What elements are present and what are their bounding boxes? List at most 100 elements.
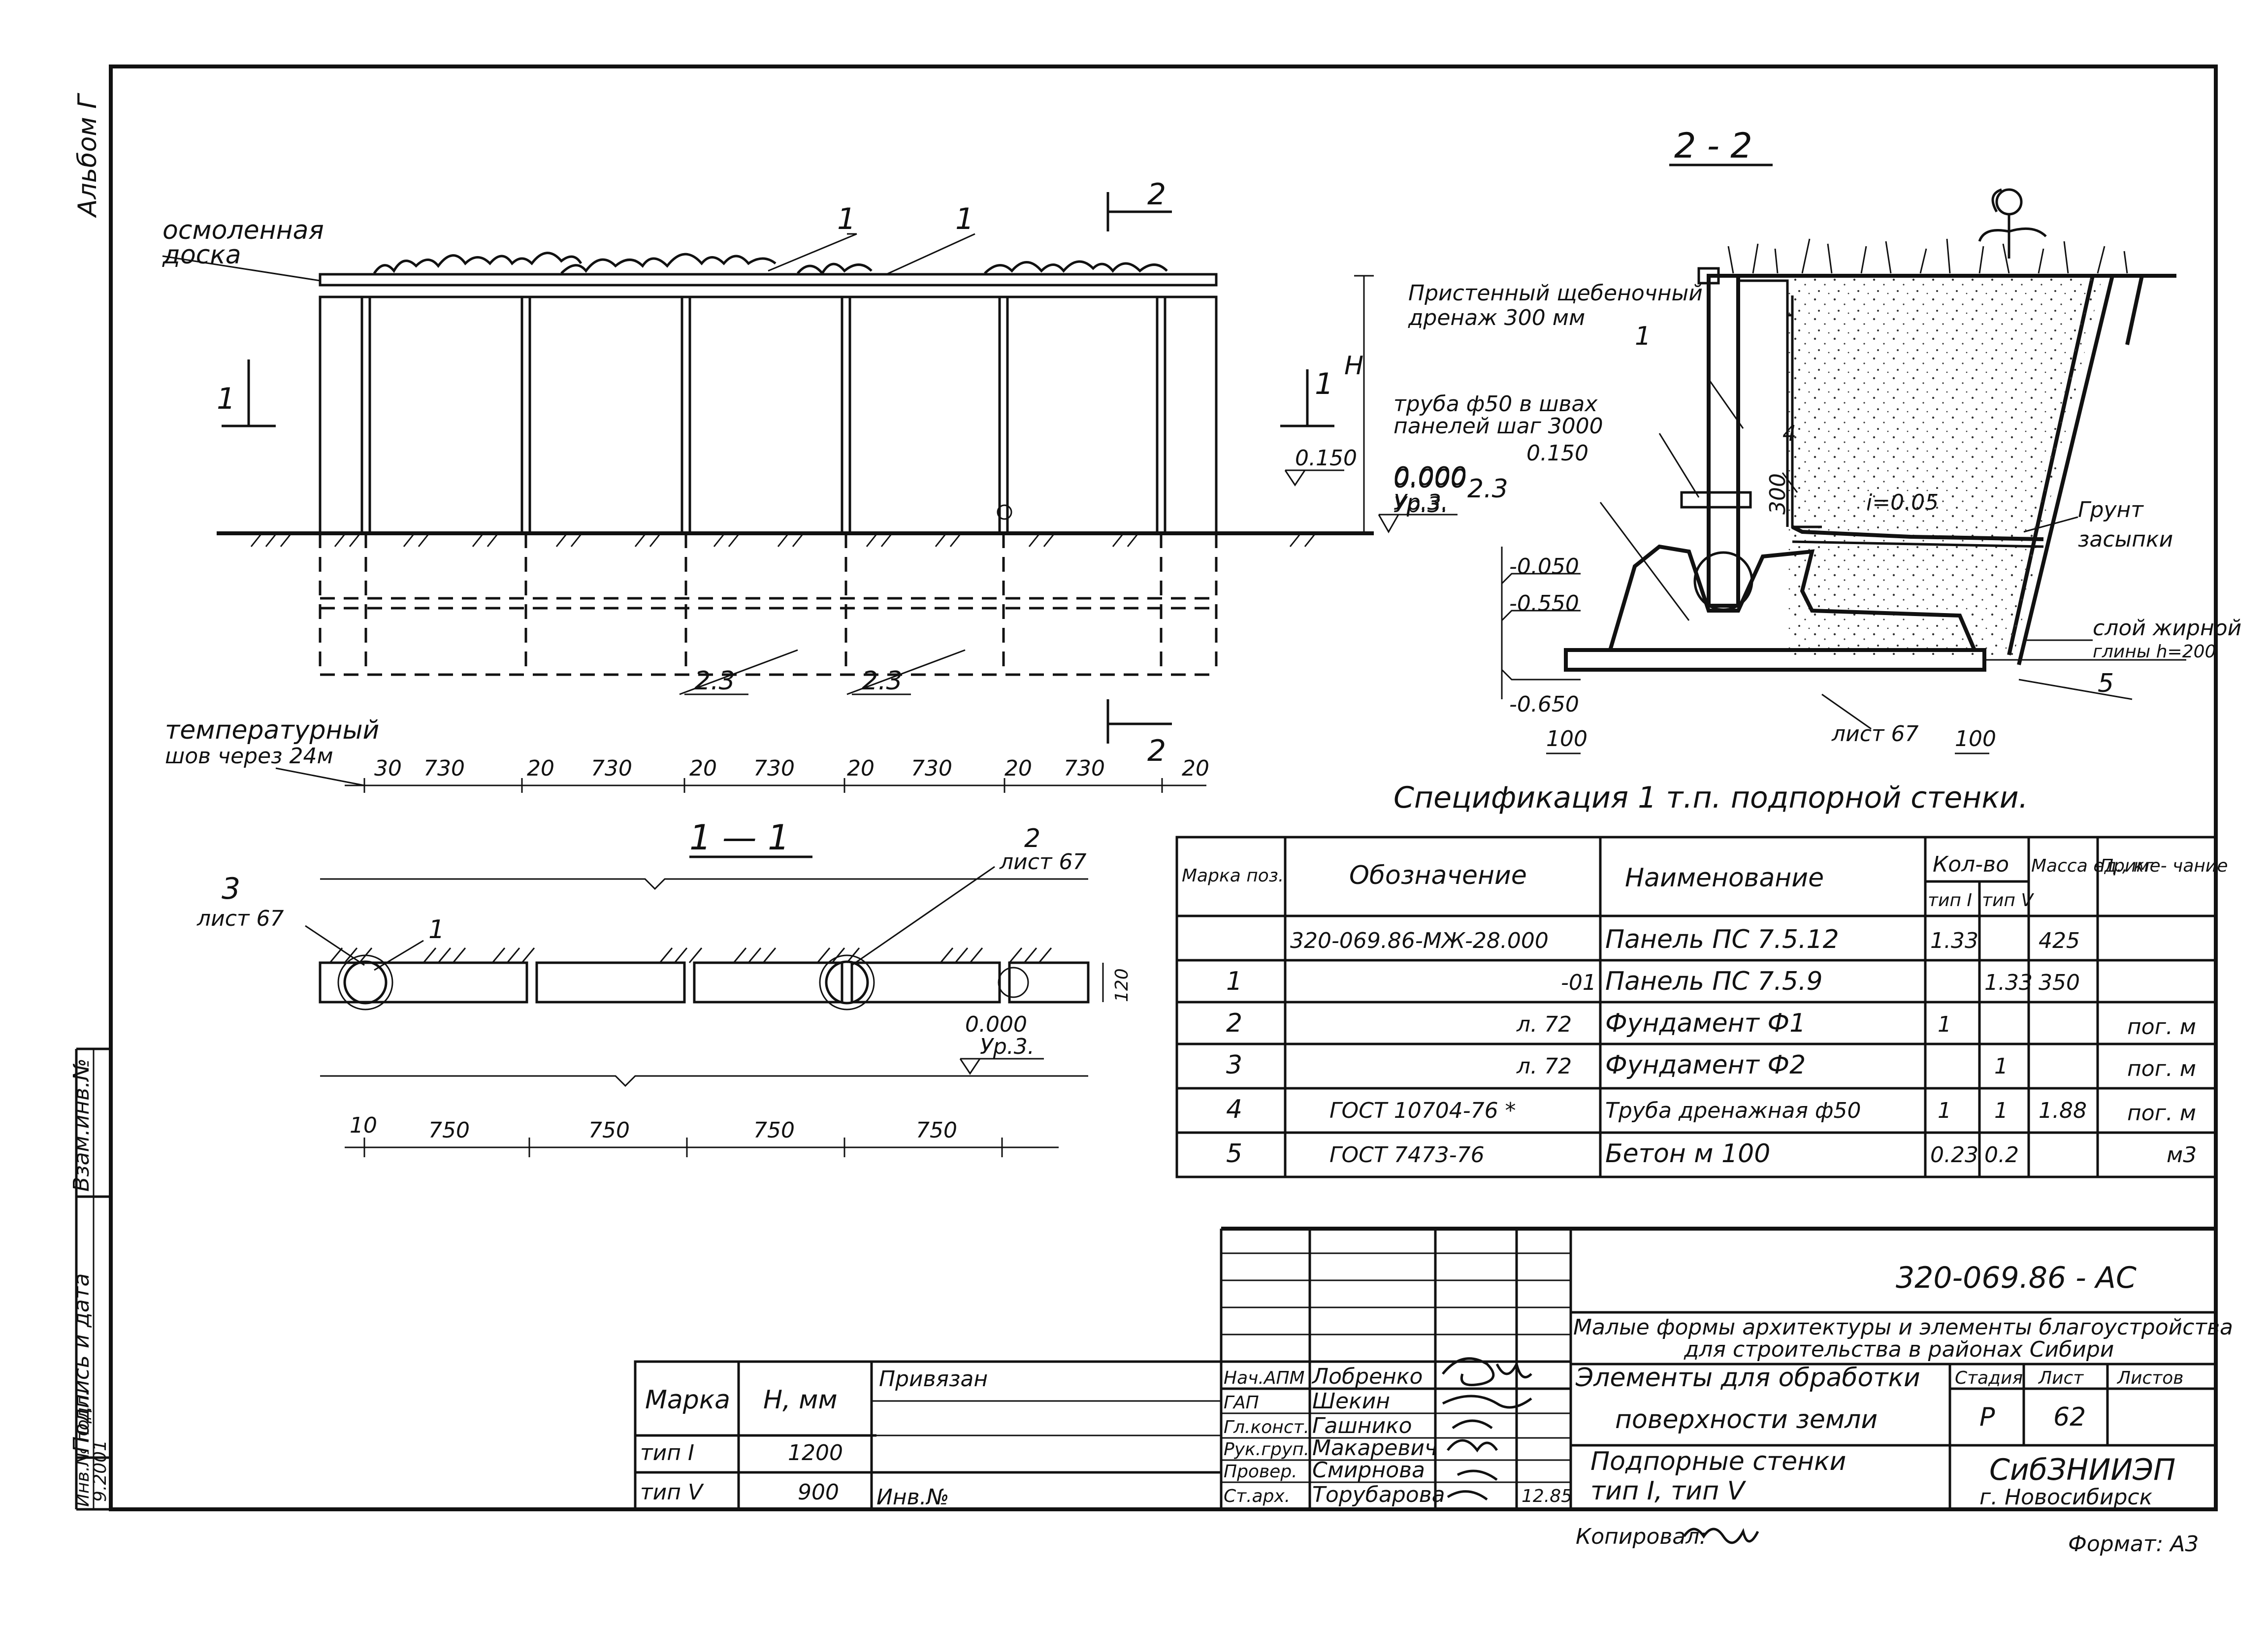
- org-name: СибЗНИИЭП: [1989, 1453, 2175, 1487]
- elev-item-1a: 1: [837, 202, 856, 236]
- spec-rows: 320-069.86-МЖ-28.000 Панель ПС 7.5.12 1.…: [1226, 925, 2197, 1169]
- spec-cell: пог. м: [2127, 1014, 2196, 1040]
- spec-cell: 1: [1938, 1098, 1951, 1123]
- role-1: ГАП: [1224, 1393, 1259, 1413]
- spec-head-name: Наименование: [1625, 863, 1824, 893]
- spec-cell: 425: [2039, 928, 2080, 953]
- cut-1-left: 1: [217, 382, 235, 416]
- cut-2-top: 2: [1147, 177, 1166, 212]
- spec-table: [1175, 836, 2217, 1178]
- section22-lvl-0650: -0.650: [1509, 692, 1579, 717]
- format-label: Формат: А3: [2068, 1531, 2199, 1557]
- section22-level-0000: 0.000: [1393, 462, 1467, 491]
- elev-level-0150: 0.150: [1295, 446, 1357, 471]
- section22-lvl-0550: -0.550: [1509, 591, 1579, 616]
- spec-cell: пог. м: [2127, 1101, 2196, 1126]
- spec-cell: Фундамент Ф1: [1605, 1009, 1806, 1038]
- elev-dim-9: 730: [1064, 756, 1105, 781]
- spec-title: Спецификация 1 т.п. подпорной стенки.: [1393, 781, 2028, 815]
- spec-cell: 0.23: [1930, 1142, 1978, 1168]
- section11-dim-3: 750: [753, 1118, 795, 1143]
- spec-cell: Панель ПС 7.5.9: [1605, 967, 1823, 996]
- grass-top: [373, 252, 1168, 276]
- elev-item-1b: 1: [955, 202, 974, 236]
- spec-cell: -01: [1561, 970, 1596, 995]
- spec-head-mass: Масса ед., кг: [2031, 856, 2154, 876]
- drawing-line-2: тип I, тип V: [1590, 1476, 1747, 1506]
- spec-cell: Труба дренажная ф50: [1605, 1098, 1861, 1123]
- section11-thick: 120: [1112, 968, 1132, 1002]
- wall-panels: [319, 295, 1218, 535]
- types-head-bind: Привязан: [879, 1367, 988, 1392]
- types-row-2-h: 900: [798, 1480, 839, 1505]
- section22-dim-300: 300: [1765, 473, 1790, 515]
- sign-date: 12.85: [1522, 1486, 1572, 1506]
- plant-drawing: [1995, 188, 2023, 216]
- elev-found-a: 2.3: [694, 666, 735, 696]
- spec-cell: 4: [1226, 1095, 1242, 1124]
- spec-head-designation: Обозначение: [1349, 861, 1527, 890]
- types-row-1-mark: тип I: [640, 1440, 694, 1465]
- wall-elevation: [162, 192, 1458, 744]
- section11-level-ur3: Ур.3.: [980, 1034, 1035, 1059]
- spec-cell: 1.33: [1984, 970, 2033, 995]
- drain-note-2: дренаж 300 мм: [1408, 305, 1585, 330]
- cut-2-bottom: 2: [1147, 734, 1166, 768]
- role-4: Провер.: [1224, 1462, 1297, 1482]
- section-2-2: [1501, 163, 2186, 754]
- elev-dim-1: 730: [423, 756, 465, 781]
- foundation: [1607, 544, 1978, 652]
- role-0: Нач.АПМ: [1224, 1368, 1305, 1388]
- section11-item-2-sheet: лист 67: [999, 849, 1087, 875]
- org-city: г. Новосибирск: [1979, 1485, 2153, 1510]
- elev-dimension-line: [275, 767, 1206, 793]
- section11-dim-4: 750: [916, 1118, 957, 1143]
- signature-marks: [1442, 1357, 1532, 1501]
- doc-code: 320-069.86 - АС: [1896, 1261, 2137, 1295]
- spec-head-mark: Марка поз.: [1182, 866, 1284, 886]
- elev-level-ur3: Ур.3.: [1393, 492, 1448, 518]
- spec-head-qty-t5: тип V: [1982, 890, 2034, 911]
- spec-cell: Фундамент Ф2: [1605, 1050, 1806, 1080]
- spec-cell: 5: [1226, 1139, 1242, 1169]
- elev-dim-3: 730: [591, 756, 632, 781]
- drain-note-1: Пристенный щебеночный: [1408, 281, 1703, 306]
- clay-label-2: глины h=200: [2093, 642, 2216, 662]
- section11-level-0000: 0.000: [965, 1012, 1027, 1037]
- spec-cell: м3: [2167, 1142, 2197, 1168]
- section-line-2: поверхности земли: [1615, 1405, 1878, 1434]
- spec-cell: 1: [1994, 1054, 2008, 1079]
- section11-dim-0: 10: [350, 1113, 377, 1138]
- spec-head-qty: Кол-во: [1933, 852, 2009, 877]
- copier-signature: [1683, 1528, 1759, 1544]
- section22-lvl-0050: -0.050: [1509, 554, 1579, 579]
- name-1: Шекин: [1312, 1389, 1390, 1414]
- types-row-1-h: 1200: [788, 1440, 843, 1465]
- spec-cell: ГОСТ 7473-76: [1329, 1142, 1485, 1168]
- section22-level-0150: 0.150: [1526, 441, 1588, 466]
- name-4: Смирнова: [1312, 1458, 1425, 1483]
- elev-dim-7: 730: [911, 756, 952, 781]
- temp-joint-label-2: шов через 24м: [165, 744, 333, 769]
- section-line-1: Элементы для обработки: [1575, 1363, 1920, 1393]
- spec-cell: л. 72: [1516, 1054, 1572, 1079]
- elev-dim-10: 20: [1182, 756, 1209, 781]
- section22-item-5: 5: [2098, 669, 2114, 698]
- types-row-2-mark: тип V: [640, 1480, 704, 1505]
- spec-cell: пог. м: [2127, 1056, 2196, 1081]
- project-line-2: для строительства в районах Сибири: [1684, 1337, 2114, 1362]
- types-inv: Инв.№: [876, 1485, 949, 1510]
- spec-cell: 0.2: [1984, 1142, 2019, 1168]
- section22-dim-100b: 100: [1955, 726, 1996, 751]
- plan-panels: [319, 961, 1090, 1004]
- elev-dim-5: 730: [753, 756, 795, 781]
- oiled-board-label-1: осмоленная: [162, 216, 324, 245]
- section11-dim-2: 750: [588, 1118, 630, 1143]
- role-2: Гл.конст.: [1224, 1417, 1309, 1437]
- types-head-h: Н, мм: [763, 1385, 838, 1415]
- types-head-mark: Марка: [645, 1385, 730, 1415]
- clay-label-1: слой жирной: [2093, 616, 2241, 641]
- drain-pipe-elev: [997, 504, 1012, 520]
- album-label: Альбом Г: [73, 93, 102, 218]
